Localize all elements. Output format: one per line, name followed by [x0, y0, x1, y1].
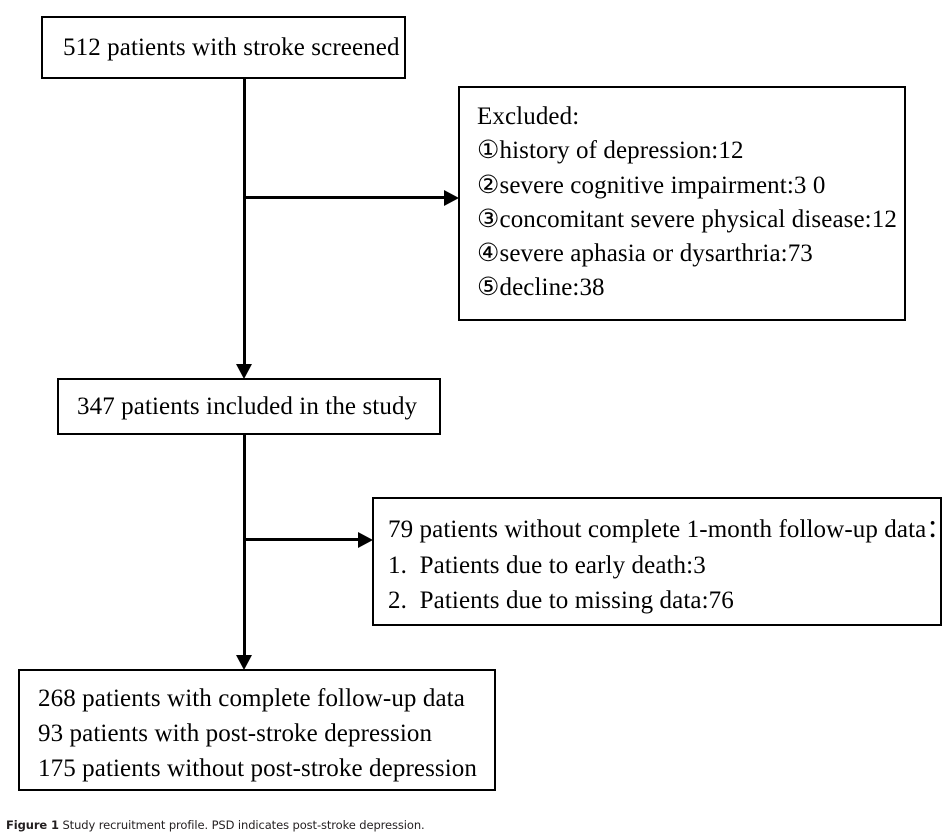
- node-excluded-reason-3: ③concomitant severe physical disease:12: [477, 205, 897, 233]
- arrowhead-down-icon: [236, 364, 252, 379]
- connector-screened-to-included: [243, 79, 246, 365]
- node-excluded-heading: Excluded:: [477, 103, 580, 130]
- node-incomplete-followup: 79 patients without complete 1-month fol…: [372, 497, 951, 626]
- node-incomplete-body: 79 patients without complete 1-month fol…: [374, 499, 952, 637]
- node-patients-included: 347 patients included in the study: [57, 378, 441, 435]
- node-incomplete-heading: 79 patients without complete 1-month fol…: [388, 516, 952, 543]
- figure-caption-text: Study recruitment profile. PSD indicates…: [62, 818, 425, 832]
- connector-screened-to-excluded: [243, 196, 451, 199]
- figure-caption-label: Figure 1: [6, 818, 59, 832]
- arrowhead-right-icon: [358, 532, 373, 548]
- node-excluded-reason-4: ④severe aphasia or dysarthria:73: [477, 240, 813, 267]
- node-included-body: 347 patients included in the study: [59, 380, 457, 433]
- node-complete-followup: 268 patients with complete follow-up dat…: [18, 669, 496, 791]
- node-incomplete-reason-2: 2. Patients due to missing data:76: [388, 587, 734, 614]
- node-complete-body: 268 patients with complete follow-up dat…: [20, 671, 512, 799]
- node-patients-screened: 512 patients with stroke screened: [41, 16, 406, 79]
- node-complete-line-3: 175 patients without post-stroke depress…: [38, 755, 477, 782]
- connector-included-to-complete: [243, 435, 246, 656]
- node-excluded-reasons: Excluded: ①history of depression:12 ②sev…: [458, 86, 906, 321]
- arrowhead-right-icon: [444, 190, 459, 206]
- connector-included-to-incomplete: [243, 538, 365, 541]
- node-included-line-1: 347 patients included in the study: [77, 392, 418, 420]
- node-excluded-body: Excluded: ①history of depression:12 ②sev…: [460, 88, 921, 331]
- node-excluded-reason-2: ②severe cognitive impairment:3 0: [477, 171, 826, 199]
- node-complete-line-2: 93 patients with post-stroke depression: [38, 720, 433, 747]
- arrowhead-down-icon: [236, 655, 252, 670]
- node-incomplete-reason-1: 1. Patients due to early death:3: [388, 551, 706, 579]
- node-excluded-reason-1: ①history of depression:12: [477, 137, 744, 165]
- node-excluded-reason-5: ⑤decline:38: [477, 274, 605, 302]
- node-screened-body: 512 patients with stroke screened: [43, 18, 424, 77]
- figure-caption: Figure 1 Study recruitment profile. PSD …: [6, 818, 946, 833]
- node-screened-line-1: 512 patients with stroke screened: [63, 33, 400, 61]
- node-complete-line-1: 268 patients with complete follow-up dat…: [38, 685, 465, 712]
